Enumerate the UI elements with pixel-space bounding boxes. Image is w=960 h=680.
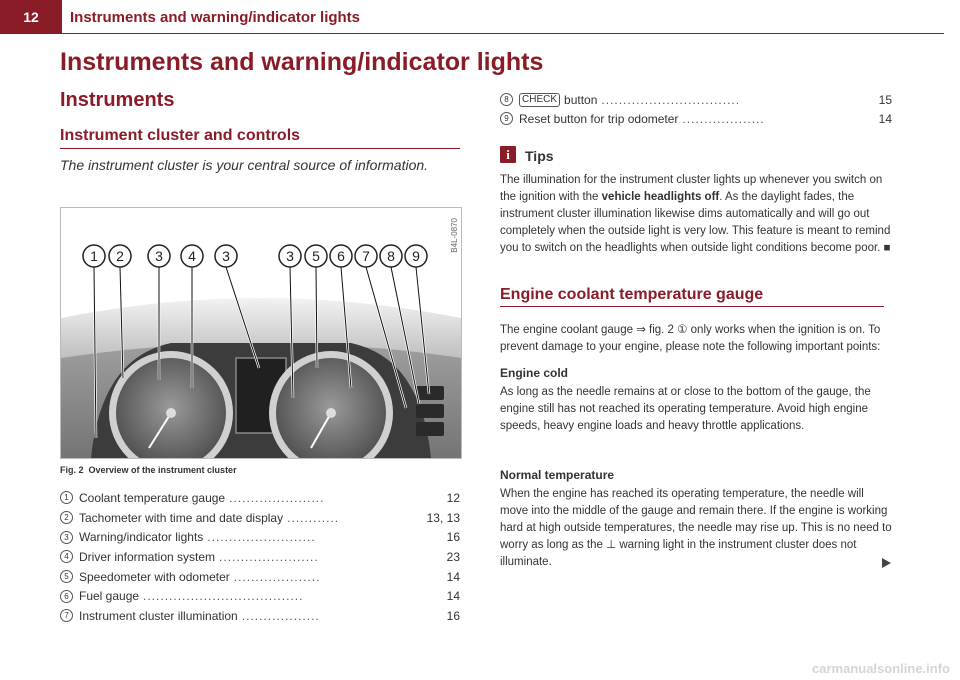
coolant-gauge-text: The engine coolant gauge ⇒ fig. 2 ① only… xyxy=(500,324,881,353)
list-item: 4 Driver information system..............… xyxy=(60,547,460,567)
callout-markers: 1 2 3 4 3 3 5 6 7 8 9 xyxy=(82,244,428,268)
tips-text-part: . As the daylight fades, the instrument … xyxy=(500,191,891,254)
running-header: Instruments and warning/indicator lights xyxy=(70,9,361,26)
instrument-cluster-illustration: 1 2 3 4 3 3 5 6 7 8 9 xyxy=(61,208,461,458)
info-icon: i xyxy=(500,146,516,163)
list-item: 7 Instrument cluster illumination........… xyxy=(60,606,460,626)
callout-label: 5 xyxy=(312,248,320,264)
figure-caption-label: Fig. 2 xyxy=(60,465,84,475)
item-label: Tachometer with time and date display xyxy=(79,510,284,525)
leader-dots: ............ xyxy=(287,510,340,525)
engine-cold-text: As long as the needle remains at or clos… xyxy=(500,386,871,432)
list-item: 5 Speedometer with odometer..............… xyxy=(60,567,460,587)
list-item: 3 Warning/indicator lights...............… xyxy=(60,527,460,547)
engine-cold-heading: Engine cold xyxy=(500,366,569,380)
continue-arrow-icon xyxy=(882,558,891,568)
callout-label: 1 xyxy=(90,248,98,264)
header-divider xyxy=(62,33,944,34)
item-number: 3 xyxy=(60,530,73,544)
callout-label: 7 xyxy=(362,248,370,264)
page-reference: 15 xyxy=(878,92,892,107)
list-item: 9 Reset button for trip odometer.........… xyxy=(500,109,892,128)
tips-text-part: The illumination for the instrument clus… xyxy=(500,174,883,203)
figure-caption: Fig. 2 Overview of the instrument cluste… xyxy=(60,465,237,475)
leader-dots: ......................... xyxy=(207,530,316,545)
list-item: 1 Coolant temperature gauge..............… xyxy=(60,488,460,508)
normal-temperature-heading: Normal temperature xyxy=(500,468,615,482)
list-item: 2 Tachometer with time and date display..… xyxy=(60,508,460,528)
item-label: Reset button for trip odometer xyxy=(519,111,679,126)
tips-text: The illumination for the instrument clus… xyxy=(500,172,892,257)
callout-label: 4 xyxy=(188,248,196,264)
normal-temperature-text: When the engine has reached its operatin… xyxy=(500,488,892,568)
coolant-gauge-heading: Engine coolant temperature gauge xyxy=(500,286,764,303)
tips-text-bold: vehicle headlights off xyxy=(601,191,720,203)
figure-legend-list: 1 Coolant temperature gauge..............… xyxy=(60,488,460,626)
figure-caption-text: Overview of the instrument cluster xyxy=(88,465,237,475)
leader-dots: ...................... xyxy=(229,490,325,505)
page-reference: 12 xyxy=(446,490,460,505)
item-label: Instrument cluster illumination xyxy=(79,608,238,623)
item-number: 7 xyxy=(60,609,73,623)
item-number: 4 xyxy=(60,550,73,564)
intro-text: The instrument cluster is your central s… xyxy=(60,157,429,173)
page-reference: 14 xyxy=(446,589,460,604)
item-label: button xyxy=(564,92,598,107)
item-label: Coolant temperature gauge xyxy=(79,490,226,505)
item-number: 9 xyxy=(500,112,513,125)
leader-dots: ..................................... xyxy=(143,589,304,604)
callout-label: 3 xyxy=(286,248,294,264)
subsection-heading-cluster: Instrument cluster and controls xyxy=(60,127,301,144)
item-number: 8 xyxy=(500,93,513,106)
item-label: Speedometer with odometer xyxy=(79,569,230,584)
item-label: Warning/indicator lights xyxy=(79,530,204,545)
callout-label: 6 xyxy=(337,248,345,264)
page-number: 12 xyxy=(0,0,62,34)
check-key-label: CHECK xyxy=(519,92,561,107)
item-number: 6 xyxy=(60,589,73,603)
instrument-cluster-figure: 1 2 3 4 3 3 5 6 7 8 9 B4L-0870 xyxy=(60,207,462,459)
leader-dots: .................. xyxy=(241,608,320,623)
leader-dots: ................... xyxy=(682,111,765,126)
leader-dots: ................................ xyxy=(601,92,741,107)
watermark: carmanualsonline.info xyxy=(812,661,950,676)
page-reference: 14 xyxy=(446,569,460,584)
item-label: Fuel gauge xyxy=(79,589,140,604)
callout-label: 3 xyxy=(222,248,230,264)
page-reference: 13, 13 xyxy=(426,510,460,525)
section-heading-instruments: Instruments xyxy=(60,89,175,111)
list-item: 6 Fuel gauge.............................… xyxy=(60,586,460,606)
page-reference: 16 xyxy=(446,530,460,545)
leader-dots: ....................... xyxy=(219,549,319,564)
callout-label: 9 xyxy=(412,248,420,264)
item-number: 2 xyxy=(60,511,73,525)
page-reference: 23 xyxy=(446,549,460,564)
subsection-divider xyxy=(60,148,460,149)
page-title: Instruments and warning/indicator lights xyxy=(60,48,544,76)
figure-code: B4L-0870 xyxy=(450,218,459,253)
leader-dots: .................... xyxy=(233,569,321,584)
callout-label: 8 xyxy=(387,248,395,264)
section-divider xyxy=(500,306,884,307)
item-label: Driver information system xyxy=(79,549,216,564)
tips-heading: Tips xyxy=(525,148,554,164)
callout-label: 2 xyxy=(116,248,124,264)
item-number: 5 xyxy=(60,570,73,584)
callout-label: 3 xyxy=(155,248,163,264)
item-number: 1 xyxy=(60,491,73,505)
page-reference: 14 xyxy=(878,111,892,126)
page-reference: 16 xyxy=(446,608,460,623)
